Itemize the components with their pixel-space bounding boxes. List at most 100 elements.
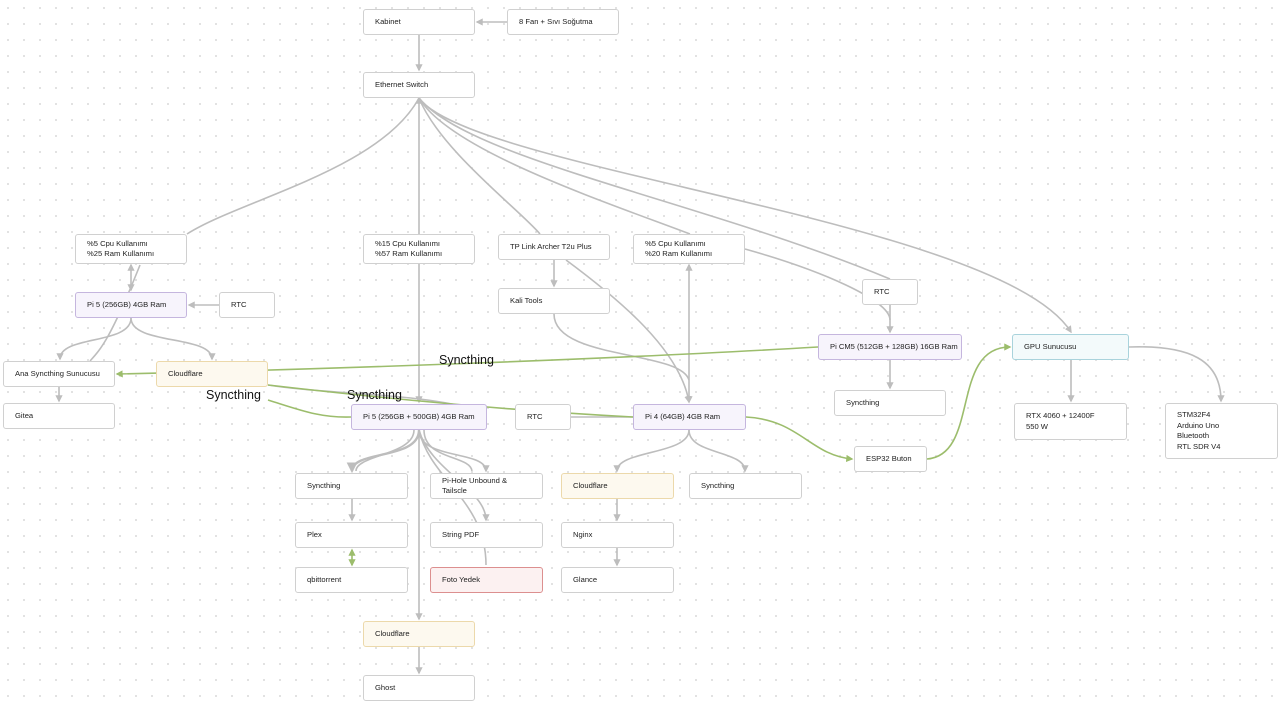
node-label: Kabinet [375,16,401,26]
node-cloudflare-pi4[interactable]: Cloudflare [561,473,674,499]
node-syncthing-cm5[interactable]: Syncthing [834,390,946,416]
node-ana-syncthing[interactable]: Ana Syncthing Sunucusu [3,361,115,387]
node-syncthing-pi5[interactable]: Syncthing [295,473,408,499]
edge-switch-tp-link [418,97,541,235]
edge-switch-stats-pi5-4gb [186,97,420,235]
node-label: String PDF [442,529,480,539]
edge-gpu-stm32 [1128,346,1225,403]
node-label: Gitea [15,410,34,420]
node-label: Nginx [573,529,593,539]
node-stats-pi5-4gb[interactable]: %5 Cpu Kullanımı%25 Ram Kullanımı [75,234,187,264]
node-line: RTX 4060 + 12400F [1026,411,1095,420]
node-label: Syncthing [307,480,341,490]
edge-switch-stats-pi4 [418,97,691,235]
node-label: Ghost [375,682,396,692]
node-gitea[interactable]: Gitea [3,403,115,429]
node-ethernet-switch[interactable]: Ethernet Switch [363,72,475,98]
edge-kali-pi4 [553,313,690,381]
node-label: Syncthing [846,397,880,407]
node-line: %5 Cpu Kullanımı [645,238,706,248]
node-label: Pi 4 (64GB) 4GB Ram [645,411,721,421]
node-pi5-4gb[interactable]: Pi 5 (256GB) 4GB Ram [75,292,187,318]
node-line: STM32F4 [1177,410,1211,419]
node-line: Bluetooth [1177,431,1210,440]
node-pihole[interactable]: Pi-Hole Unbound &Tailscle [430,473,543,499]
node-rtc-1[interactable]: RTC [219,292,275,318]
node-nginx[interactable]: Nginx [561,522,674,548]
node-line: Tailscle [442,486,467,495]
node-line: %20 Ram Kullanımı [645,249,713,258]
node-foto-yedek[interactable]: Foto Yedek [430,567,543,593]
edge-green-cloudflare-pi5main [267,399,352,418]
edge-stats-pi4-cm5 [744,248,891,321]
edge-label-syncthing-top: Syncthing [439,353,494,367]
node-label: Ethernet Switch [375,79,429,89]
edge-label-syncthing-mid: Syncthing [347,388,402,402]
node-label: GPU Sunucusu [1024,341,1077,351]
node-pi-cm5[interactable]: Pi CM5 (512GB + 128GB) 16GB Ram [818,334,962,360]
node-kabinet[interactable]: Kabinet [363,9,475,35]
node-label: Syncthing [701,480,735,490]
node-rtc-mid[interactable]: RTC [515,404,571,430]
edge-pi5-4gb-ana [56,317,132,361]
node-label: Cloudflare [375,628,410,638]
node-line: 550 W [1026,421,1048,431]
node-qbittorrent[interactable]: qbittorrent [295,567,408,593]
node-label: Pi CM5 (512GB + 128GB) 16GB Ram [830,341,958,351]
edge-pi5-4gb-cloudflare [130,317,216,361]
edge-green-cloudflare-pi4 [267,384,634,418]
node-line: Arduino Uno [1177,420,1220,430]
edge-pi5main-syncthing-a [346,429,421,474]
node-label: RTC [874,286,890,296]
node-line: RTL SDR V4 [1177,441,1221,451]
node-gpu-sunucusu[interactable]: GPU Sunucusu [1012,334,1129,360]
node-ghost[interactable]: Ghost [363,675,475,701]
edge-green-esp32-gpu [926,343,1012,460]
edge-switch-rtc-cm5 [418,97,891,280]
edge-pi4-syncthing [688,429,749,473]
edge-pi5main-syncthing-b [355,429,415,472]
edge-switch-gpu [418,97,1072,334]
node-label: Plex [307,529,322,539]
node-label: ESP32 Buton [866,453,912,463]
node-cloudflare-left[interactable]: Cloudflare [156,361,268,387]
node-line: Pi-Hole Unbound & [442,475,508,485]
node-label: 8 Fan + Sıvı Soğutma [519,16,593,26]
node-plex[interactable]: Plex [295,522,408,548]
node-label: Foto Yedek [442,574,481,584]
node-line: %25 Ram Kullanımı [87,249,155,258]
node-label: Glance [573,574,598,584]
edge-pi5main-pihole-b [423,429,473,472]
node-label: Pi 5 (256GB) 4GB Ram [87,299,167,309]
node-line: %5 Cpu Kullanımı [87,238,148,248]
node-label: Cloudflare [168,368,203,378]
node-tp-link[interactable]: TP Link Archer T2u Plus [498,234,610,260]
node-cooling[interactable]: 8 Fan + Sıvı Soğutma [507,9,619,35]
node-label: Kali Tools [510,295,543,305]
node-label: RTC [527,411,543,421]
node-rtc-cm5[interactable]: RTC [862,279,918,305]
node-line: %15 Cpu Kullanımı [375,238,441,248]
node-line: %57 Ram Kullanımı [375,249,443,258]
node-pi4[interactable]: Pi 4 (64GB) 4GB Ram [633,404,746,430]
node-syncthing-pi4[interactable]: Syncthing [689,473,802,499]
node-label: RTC [231,299,247,309]
edge-label-syncthing-left: Syncthing [206,388,261,402]
node-label: Pi 5 (256GB + 500GB) 4GB Ram [363,411,475,421]
node-label: qbittorrent [307,574,342,584]
node-label: Ana Syncthing Sunucusu [15,368,100,378]
edge-green-pi4-esp32 [745,416,854,463]
node-stats-pi4[interactable]: %5 Cpu Kullanımı%20 Ram Kullanımı [633,234,745,264]
node-kali-tools[interactable]: Kali Tools [498,288,610,314]
node-glance[interactable]: Glance [561,567,674,593]
node-string-pdf[interactable]: String PDF [430,522,543,548]
node-esp32[interactable]: ESP32 Buton [854,446,927,472]
node-stats-pi5-main[interactable]: %15 Cpu Kullanımı%57 Ram Kullanımı [363,234,475,264]
edge-tplink-pi4 [565,259,692,404]
node-label: Cloudflare [573,480,608,490]
node-cloudflare-bottom[interactable]: Cloudflare [363,621,475,647]
node-pi5-main[interactable]: Pi 5 (256GB + 500GB) 4GB Ram [351,404,487,430]
